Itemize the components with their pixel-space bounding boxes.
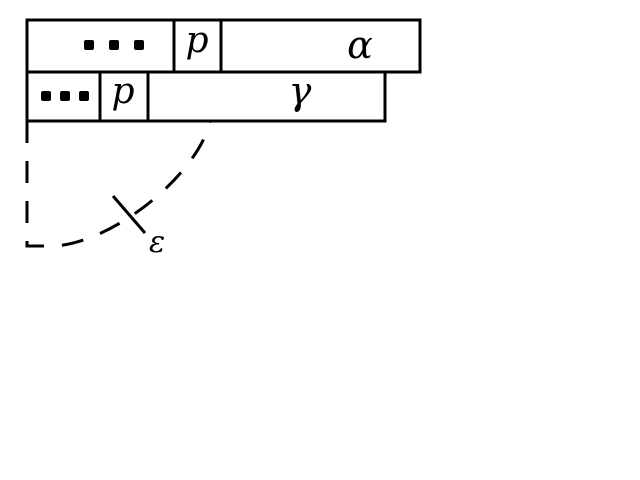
curve-tick-mark — [111, 195, 147, 234]
epsilon-label: ε — [149, 225, 165, 260]
ellipsis-dot — [134, 40, 144, 50]
row-1-ellipsis-cell — [25, 18, 176, 74]
row-2-gamma-cell — [146, 70, 387, 123]
row-2-p-cell — [98, 70, 150, 123]
ellipsis-dot — [109, 40, 119, 50]
dashed-curve — [25, 120, 212, 248]
row-1-ellipsis-dots — [84, 40, 144, 50]
row-1-p-label: p — [185, 20, 208, 61]
ellipsis-dot — [84, 40, 94, 50]
ellipsis-dot — [41, 91, 51, 101]
row-2-gamma-label: γ — [289, 69, 312, 113]
row-1: p α — [25, 18, 422, 74]
row-2-ellipsis-dots — [41, 91, 89, 101]
row-1-alpha-label: α — [347, 23, 373, 67]
row-2: p γ — [25, 69, 387, 123]
row-1-alpha-cell — [219, 18, 422, 74]
ellipsis-dot — [79, 91, 89, 101]
ellipsis-dot — [60, 91, 70, 101]
row-2-p-label: p — [111, 71, 134, 112]
